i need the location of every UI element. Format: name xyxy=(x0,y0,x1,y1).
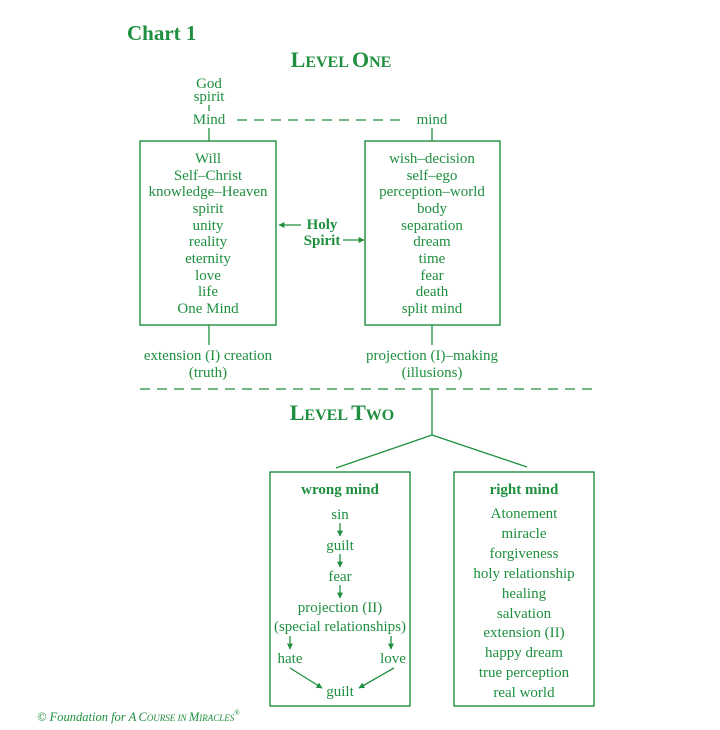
wrong-mind-chain-item: (special relationships) xyxy=(274,619,406,635)
left-box-item: love xyxy=(195,268,221,284)
right-box-item: death xyxy=(416,284,449,300)
right-box-item: wish–decision xyxy=(389,151,475,167)
small-caps-run: M xyxy=(188,710,200,724)
left-box-item: eternity xyxy=(185,251,231,267)
right-outcome-line2: (illusions) xyxy=(402,365,463,381)
right-box-item: self–ego xyxy=(407,168,458,184)
wrong-mind-title: wrong mind xyxy=(301,482,379,498)
small-caps-run: O xyxy=(352,47,369,72)
spirit-label: spirit xyxy=(194,89,226,105)
small-caps-run: EVEL xyxy=(305,54,348,71)
left-box xyxy=(139,140,277,326)
love-label: love xyxy=(380,651,406,667)
left-box-group: Will Self–Christ knowledge–Heaven spirit… xyxy=(139,140,277,326)
wrong-mind-chain-item: projection (II) xyxy=(298,600,383,616)
level-one-heading: LEVEL ONE xyxy=(291,47,392,72)
right-mind-item: healing xyxy=(502,586,547,602)
small-caps-run: IRACLES xyxy=(198,713,234,723)
left-outcome-line1: extension (I) creation xyxy=(144,348,273,364)
lowercase-mind-node: mind xyxy=(417,112,448,128)
chart-title: Chart 1 xyxy=(127,21,196,45)
god-label: God xyxy=(196,76,222,92)
small-caps-run: T xyxy=(351,400,366,425)
right-box-item: body xyxy=(417,201,448,217)
small-caps-run: NE xyxy=(369,54,391,71)
left-box-item: life xyxy=(198,284,218,300)
left-box-item: Self–Christ xyxy=(174,168,243,184)
left-box-item: spirit xyxy=(193,201,225,217)
wrong-mind-box xyxy=(269,471,411,707)
small-caps-run: A xyxy=(128,710,137,724)
right-mind-item: forgiveness xyxy=(490,546,559,562)
left-box-item: knowledge–Heaven xyxy=(148,184,268,200)
right-box-item: perception–world xyxy=(379,184,485,200)
right-mind-item: Atonement xyxy=(491,506,558,522)
wrong-mind-chain-item: guilt xyxy=(326,538,354,554)
right-mind-box xyxy=(453,471,595,707)
course-title: A COURSE IN MIRACLES xyxy=(128,710,235,724)
mind-node: Mind xyxy=(193,112,226,128)
hate-to-guilt-arrow xyxy=(289,667,323,689)
holy-spirit-label-line1: Holy xyxy=(307,217,338,233)
holy-spirit-label-line2: Spirit xyxy=(304,233,341,249)
level-two-heading: LEVEL TWO xyxy=(290,400,395,425)
right-box-item: separation xyxy=(401,218,463,234)
holy-spirit-mediator: Holy Spirit xyxy=(278,217,365,249)
right-mind-item: extension (II) xyxy=(483,625,564,641)
right-mind-item: holy relationship xyxy=(473,566,574,582)
wrong-mind-group: wrong mind sin guilt fear projection (II… xyxy=(269,471,411,707)
right-mind-item: happy dream xyxy=(485,645,563,661)
left-box-item: Will xyxy=(195,151,221,167)
right-mind-title: right mind xyxy=(490,482,559,498)
right-mind-item: true perception xyxy=(479,665,570,681)
small-caps-run: L xyxy=(291,47,306,72)
small-caps-run: IN xyxy=(177,713,188,723)
small-caps-run: L xyxy=(290,400,305,425)
branch-to-wrong-mind-line xyxy=(335,434,433,469)
copyright-footer: © Foundation for A COURSE IN MIRACLES® xyxy=(37,709,240,724)
right-box-item: split mind xyxy=(402,301,463,317)
left-box-item: reality xyxy=(189,234,228,250)
small-caps-run: C xyxy=(138,710,147,724)
small-caps-run: EVEL xyxy=(304,407,347,424)
right-box-item: dream xyxy=(413,234,451,250)
right-mind-group: right mind Atonement miracle forgiveness… xyxy=(453,471,595,707)
branch-to-right-mind-line xyxy=(431,434,528,468)
right-mind-item: real world xyxy=(493,685,555,701)
registered-mark: ® xyxy=(234,709,240,717)
left-box-item: unity xyxy=(193,218,224,234)
guilt-result-label: guilt xyxy=(326,684,354,700)
right-box-group: wish–decision self–ego perception–world … xyxy=(364,140,501,326)
right-outcome-line1: projection (I)–making xyxy=(366,348,499,364)
left-box-item: One Mind xyxy=(177,301,239,317)
mind-top-column: God spirit Mind mind xyxy=(193,76,448,141)
wrong-mind-chain-item: fear xyxy=(328,569,351,585)
level-two-branch-connector xyxy=(335,389,528,469)
wrong-mind-chain-item: sin xyxy=(331,507,349,523)
right-box-item: fear xyxy=(420,268,443,284)
right-mind-item: salvation xyxy=(497,606,552,622)
right-mind-item: miracle xyxy=(502,526,547,542)
small-caps-run: WO xyxy=(366,407,394,424)
right-box-item: time xyxy=(419,251,446,267)
hate-label: hate xyxy=(278,651,303,667)
love-to-guilt-arrow xyxy=(358,667,395,689)
left-outcome-line2: (truth) xyxy=(189,365,227,381)
copyright-prefix: © Foundation for xyxy=(37,710,126,724)
small-caps-run: OURSE xyxy=(147,713,176,723)
